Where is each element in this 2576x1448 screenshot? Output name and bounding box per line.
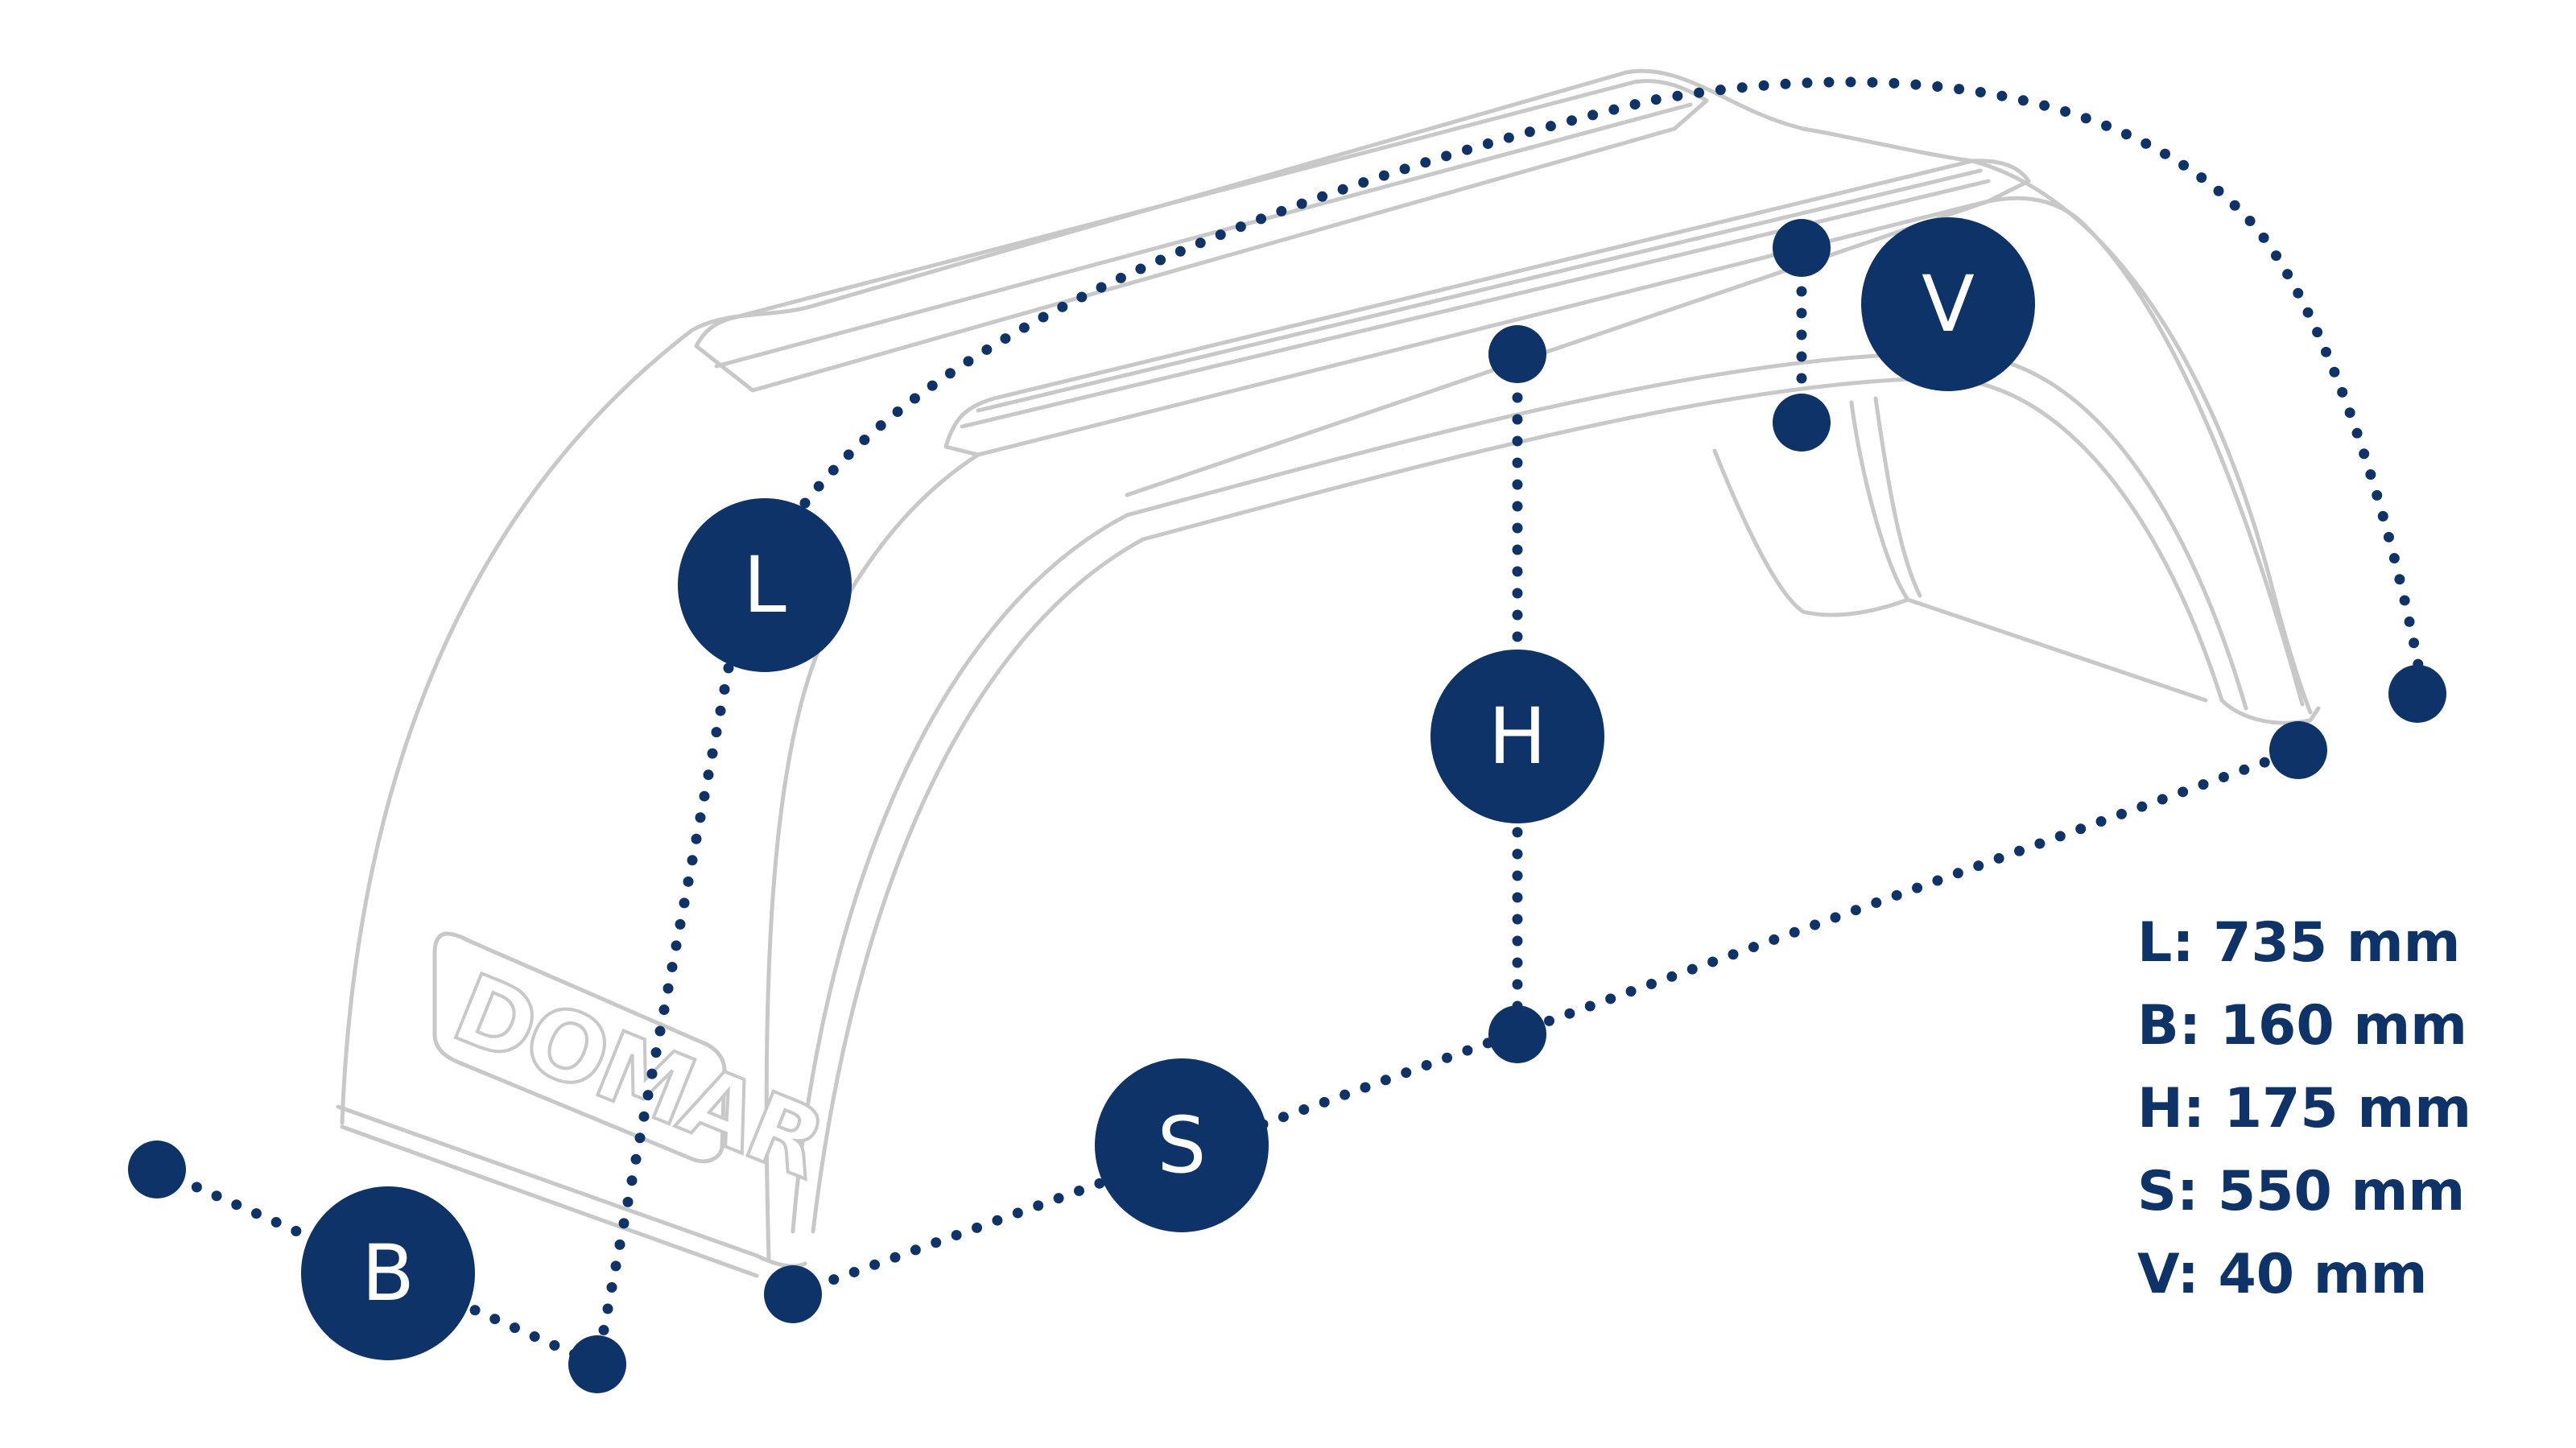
spec-s: S: 550 mm [2137, 1160, 2466, 1223]
fender-bracket [1712, 448, 2208, 703]
badge-s: S [1095, 1058, 1269, 1232]
badge-h: H [1430, 650, 1604, 823]
spec-v: V: 40 mm [2137, 1243, 2428, 1306]
spec-h: H: 175 mm [2137, 1077, 2472, 1141]
spec-b: B: 160 mm [2137, 994, 2468, 1058]
endpoint-v-top [1773, 219, 1831, 277]
fender-front-face [764, 452, 980, 1262]
badge-b: B [301, 1186, 475, 1360]
dimension-line-l [799, 76, 2429, 698]
fender-back-profile [340, 68, 2313, 1125]
spec-l: L: 735 mm [2137, 911, 2461, 975]
endpoint-b-end [568, 1335, 626, 1393]
logo-plate [432, 931, 727, 1164]
endpoint-h-top [1488, 325, 1546, 383]
endpoint-v-bottom [1773, 394, 1831, 452]
fender-front-rib [943, 159, 2031, 457]
badge-l: L [678, 498, 852, 672]
fender-back-rib-line [714, 102, 1693, 369]
fender-bracket-inner [1849, 396, 1922, 602]
badge-v-label: V [1922, 259, 1975, 349]
fender-front-top-edge [1125, 196, 2305, 707]
fender-front-rib-line-2 [976, 168, 1983, 413]
dimension-endpoints [128, 219, 2446, 1393]
fender-wheel-arch-inner [811, 376, 2224, 1234]
fender-front-rib-line-1 [960, 179, 1991, 429]
badge-v: V [1861, 217, 2035, 391]
endpoint-b-start [128, 1141, 186, 1198]
dimension-lines [151, 76, 2429, 1370]
badge-b-label: B [361, 1228, 415, 1318]
endpoint-s-start [764, 1265, 822, 1323]
dimension-specs: L: 735 mm B: 160 mm H: 175 mm S: 550 mm … [2137, 901, 2471, 1316]
fender-bottom-lip [336, 1104, 807, 1278]
badge-l-label: L [743, 540, 786, 630]
dimension-line-l-drop [592, 662, 734, 1370]
endpoint-s-end [2269, 721, 2327, 779]
fender-right-foot [2219, 698, 2321, 725]
dimension-line-s [787, 745, 2304, 1300]
endpoint-l-end [2388, 665, 2446, 723]
fender-wheel-arch [791, 351, 2248, 1234]
badge-s-label: S [1158, 1100, 1207, 1190]
badge-h-label: H [1488, 691, 1546, 782]
fender-back-rib [694, 79, 1709, 393]
fender-outline: DOMAR [336, 68, 2321, 1278]
endpoint-h-bottom [1488, 1005, 1546, 1063]
